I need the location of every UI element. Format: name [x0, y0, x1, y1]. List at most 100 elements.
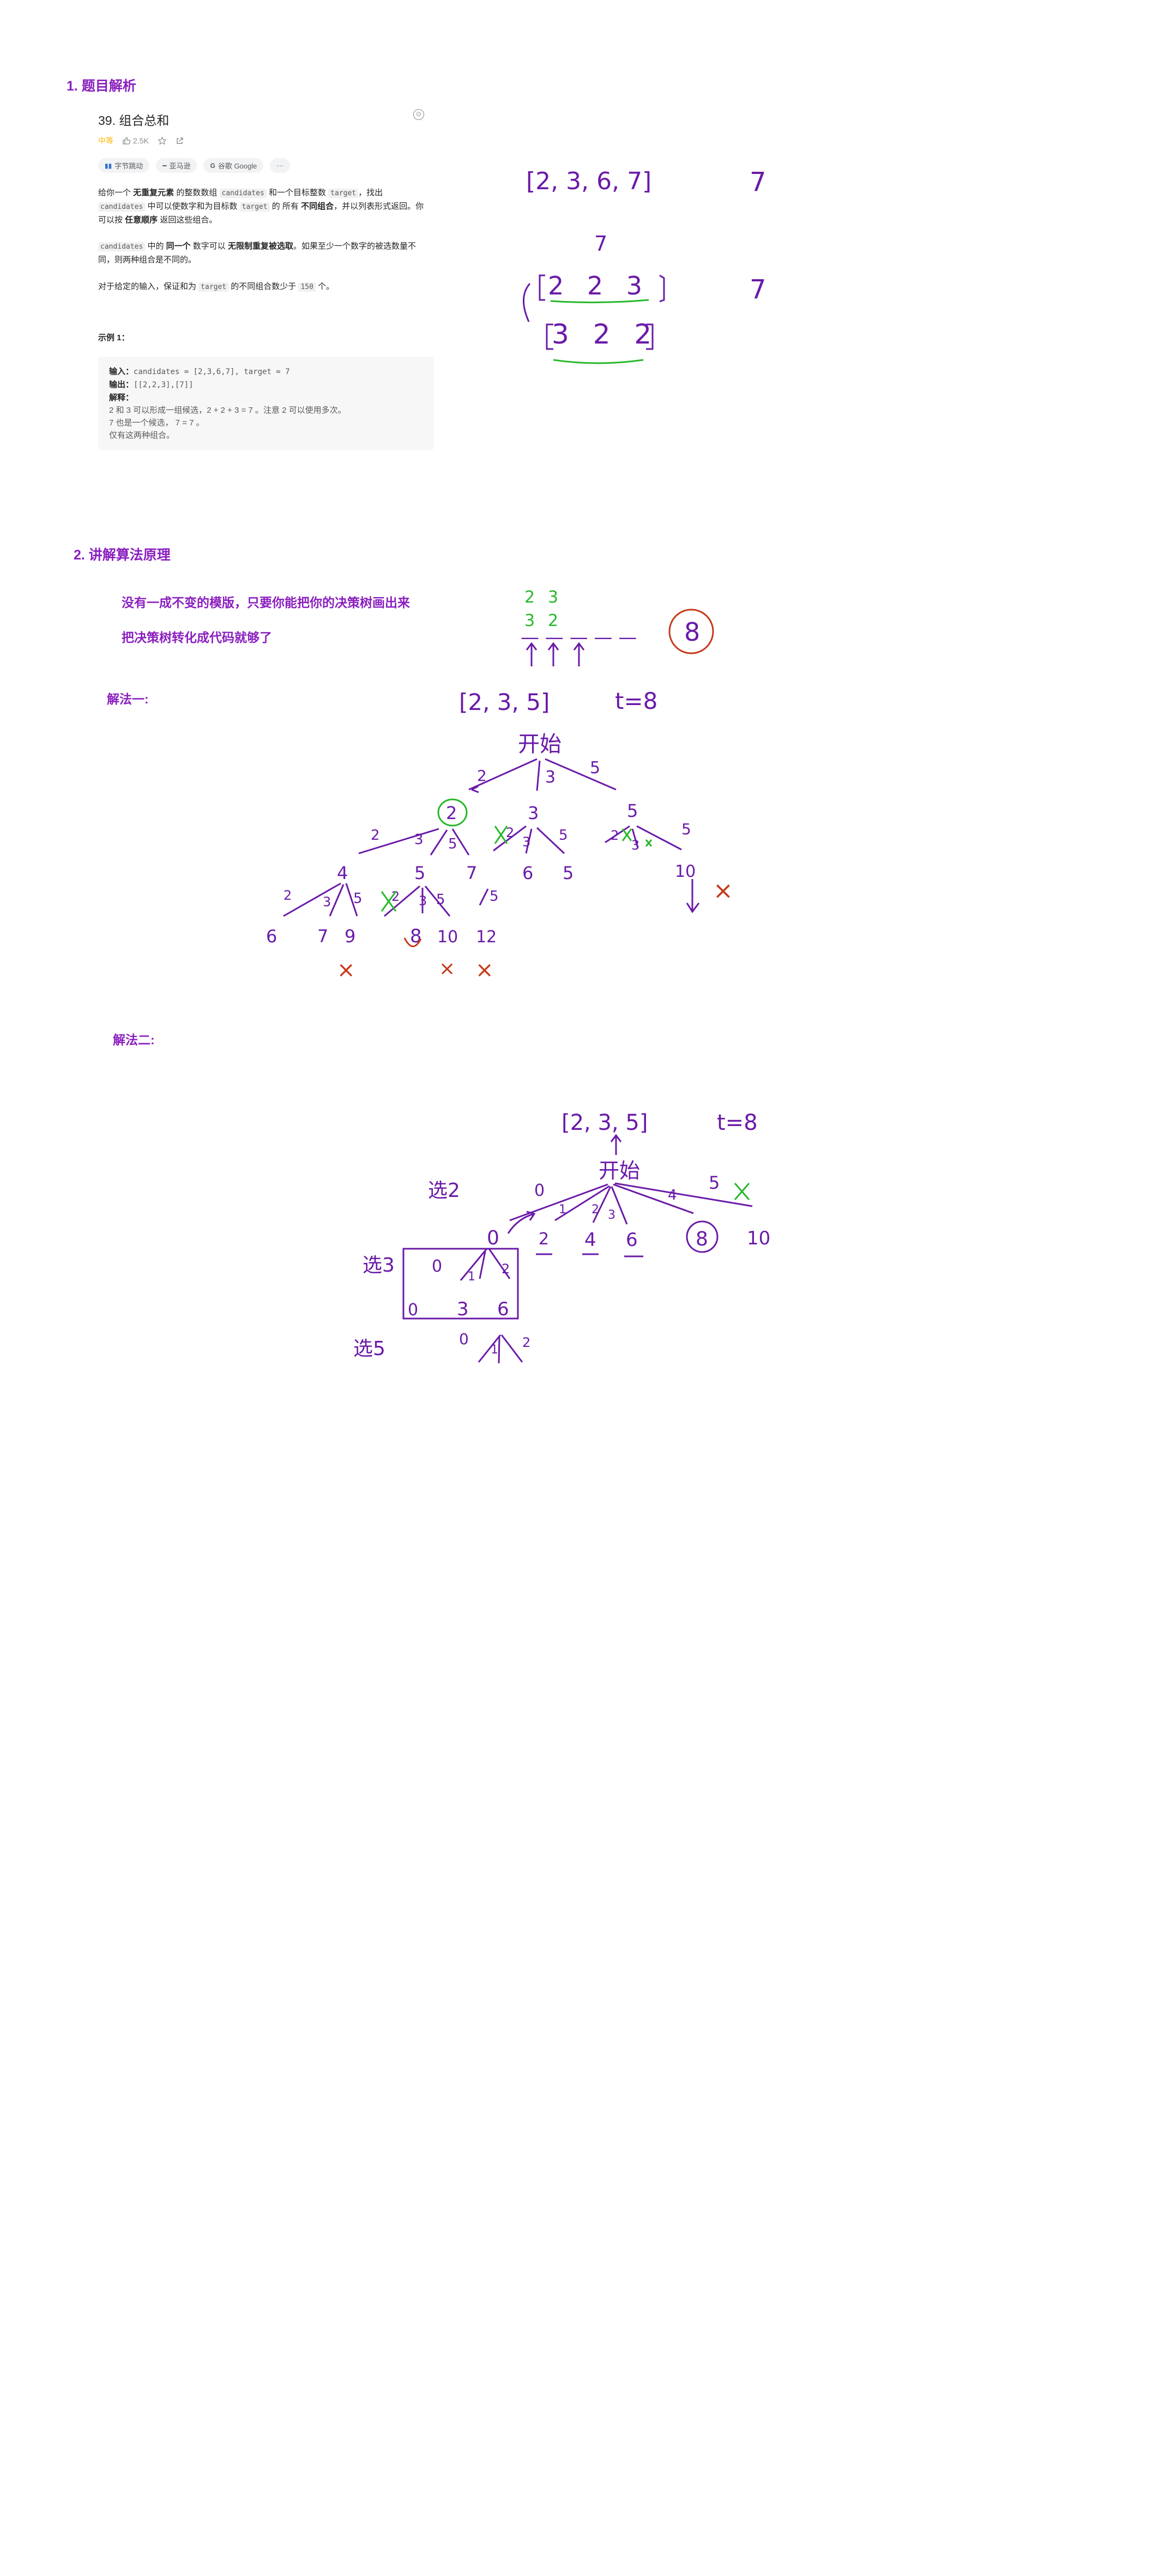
m1-edge-label: 5 — [590, 759, 600, 778]
text-run: 给你一个 — [98, 188, 134, 197]
perm-circled-8: 8 — [684, 617, 700, 647]
perm-digit: 3 — [524, 611, 535, 630]
m2-edge-label: 1 — [491, 1343, 498, 1357]
description-paragraph-1: 给你一个 无重复元素 的整数数组 candidates 和一个目标整数 targ… — [98, 186, 425, 227]
text-run: 中的 — [145, 242, 166, 251]
m1-edge-label: 5 — [448, 836, 457, 852]
m1-edge-label: 2 — [477, 767, 487, 785]
m2-up-arrow — [610, 1134, 622, 1155]
company-tag-amazon[interactable]: ━亚马逊 — [156, 158, 197, 173]
m2-target: t=8 — [717, 1110, 758, 1135]
method-2-label: 解法二: — [113, 1033, 155, 1047]
m2-select-label: 选5 — [353, 1338, 385, 1360]
text-run: 对于给定的输入，保证和为 — [98, 282, 199, 291]
explain-line: 7 也是一个候选， 7 = 7 。 — [109, 418, 204, 428]
m1-edge-label: 3 — [323, 894, 331, 910]
emphasis-text: 同一个 — [166, 242, 191, 251]
m1-red-cross: × — [337, 958, 355, 983]
m1-edge-label: 2 — [283, 888, 292, 903]
more-icon[interactable]: ⊙ — [413, 109, 424, 120]
perm-digit: 3 — [548, 588, 558, 607]
emphasis-text: 不同组合 — [301, 202, 334, 211]
m2-box — [402, 1248, 519, 1320]
note-line-1: 没有一成不变的模版，只要你能把你的决策树画出来 — [122, 595, 410, 610]
inline-code: target — [328, 189, 359, 198]
m1-node: 5 — [563, 863, 574, 883]
m1-red-cross: × — [439, 958, 455, 980]
m2-node: 6 — [626, 1229, 638, 1251]
m2-edge-label: 1 — [559, 1203, 566, 1217]
output-label: 输出： — [109, 380, 134, 389]
sketch-small-7: 7 — [594, 232, 607, 256]
star-icon[interactable] — [158, 136, 167, 146]
text-run: 。如果至少一个数字的被选数量不同，则两种组合是不同的。 — [98, 242, 416, 264]
text-run: 的整数数组 — [174, 188, 220, 197]
m2-node: 0 — [534, 1181, 545, 1200]
sketch-combo-row-1: 2 2 3 — [548, 271, 650, 300]
sketch-target-2: 7 — [750, 274, 766, 305]
m2-edge-label: 2 — [502, 1261, 510, 1277]
m2-select-label: 选3 — [363, 1254, 395, 1277]
m2-edge-label: 1 — [468, 1270, 475, 1284]
input-label: 输入： — [109, 367, 134, 376]
m1-target: t=8 — [615, 688, 657, 714]
m1-green-crosses — [381, 826, 653, 912]
text-run: 的不同组合数少于 — [228, 282, 299, 291]
m1-node: 6 — [522, 863, 533, 883]
m1-edge-label: 3 — [545, 768, 556, 787]
sketch-target: 7 — [750, 167, 766, 197]
section-heading-1: 1. 题目解析 — [67, 79, 136, 94]
like-button[interactable]: 2.5K — [122, 136, 149, 145]
inline-code: candidates — [98, 242, 146, 251]
m2-node: 3 — [457, 1298, 469, 1320]
m1-edge-label: 5 — [681, 820, 691, 838]
m1-edge-label: 3 — [419, 893, 427, 908]
m1-edge-label: 3 — [522, 834, 530, 850]
text-run: ，并以列表形式返回。你可以按 — [98, 202, 424, 225]
m1-leaf: 12 — [476, 928, 497, 947]
note-line-2: 把决策树转化成代码就够了 — [122, 630, 272, 645]
sketch-green-underlines — [550, 299, 649, 364]
m1-root: 开始 — [518, 732, 562, 757]
input-value: candidates = [2,3,6,7], target = 7 — [134, 368, 290, 376]
m2-root: 开始 — [599, 1159, 640, 1183]
share-icon[interactable] — [176, 136, 184, 145]
more-tags-button[interactable]: ··· — [270, 158, 291, 173]
m1-node: 7 — [466, 863, 477, 883]
ellipsis-icon: ··· — [276, 161, 284, 170]
m2-node: 8 — [696, 1228, 708, 1250]
company-icon: ▮▮ — [105, 161, 112, 170]
dash-icon: ━ — [162, 161, 167, 170]
sketch-array: [2, 3, 6, 7] — [526, 167, 651, 195]
company-tag-bytedance[interactable]: ▮▮字节跳动 — [98, 158, 150, 173]
text-run: 个。 — [315, 282, 335, 291]
google-icon: G — [210, 161, 215, 170]
explain-line: 仅有这两种组合。 — [109, 431, 175, 440]
m1-node: 3 — [528, 803, 539, 823]
inline-code: target — [198, 282, 229, 292]
m1-edge-label: 5 — [353, 890, 363, 907]
m1-leaf: 10 — [437, 928, 458, 947]
m1-arrow-left — [471, 785, 479, 793]
perm-digit: 2 — [548, 611, 558, 630]
m2-edge-label: 5 — [709, 1172, 720, 1193]
m1-green-circle — [437, 798, 468, 827]
problem-title[interactable]: 39. 组合总和 — [98, 113, 170, 128]
inline-code: target — [239, 202, 270, 212]
sketch-combo-row-2: 3 2 2 — [552, 318, 659, 350]
m1-array: [2, 3, 5] — [459, 689, 550, 715]
m1-edge-label: 5 — [559, 827, 568, 844]
text-run: ，找出 — [358, 188, 383, 197]
m1-leaf: 7 — [317, 926, 328, 947]
m2-edges — [460, 1182, 753, 1364]
m1-leaf: 9 — [345, 926, 355, 947]
m1-leaf: 8 — [410, 925, 422, 947]
m1-red-cross: × — [475, 958, 494, 983]
m2-node: 0 — [487, 1227, 499, 1249]
output-value: [[2,2,3],[7]] — [134, 381, 194, 389]
m1-leaf: 6 — [266, 926, 277, 947]
m2-select-label: 选2 — [428, 1179, 460, 1202]
description-paragraph-3: 对于给定的输入，保证和为 target 的不同组合数少于 150 个。 — [98, 280, 425, 294]
